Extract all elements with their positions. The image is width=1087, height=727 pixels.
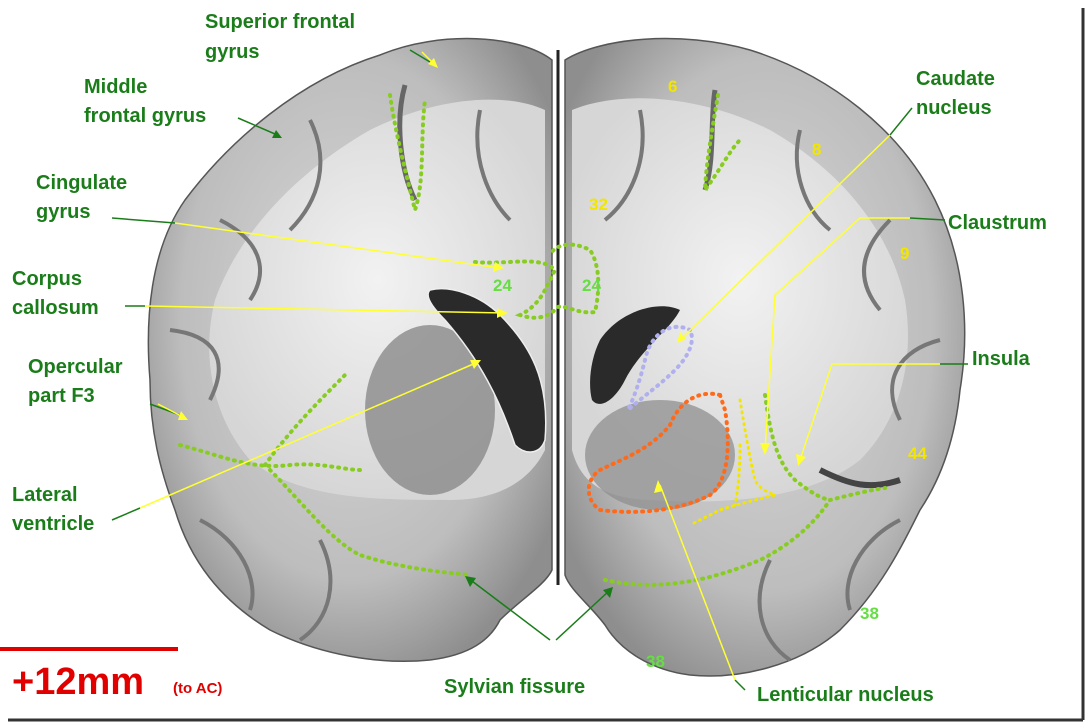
right-sulcus-4 <box>890 338 941 421</box>
arrowhead-insula <box>796 454 806 466</box>
arrowhead-corpus-callosum <box>497 308 508 318</box>
lenticular-outline <box>586 391 730 514</box>
right-sulcus-5 <box>603 109 645 222</box>
right-superior-frontal-outline <box>702 93 742 197</box>
arrowhead-opercular <box>178 411 188 420</box>
right-sulcus-8 <box>818 467 901 489</box>
right-sulcus-7 <box>757 559 792 662</box>
left-opercular-outline-2 <box>263 373 347 467</box>
middle-frontal-leader <box>237 117 276 135</box>
corpus-callosum-pointer <box>144 305 506 314</box>
left-deep-grey-matter <box>365 325 495 495</box>
left-superior-frontal-outline <box>388 93 427 218</box>
claustrum-outline <box>688 398 780 527</box>
brodmann-area-numbers: 6 8 32 9 24 24 44 38 38 <box>493 77 927 671</box>
scale-value: +12mm <box>12 661 144 703</box>
area-24-left: 24 <box>493 276 512 295</box>
sylvian-leader-right <box>555 589 611 641</box>
lateral-ventricle-leader <box>111 507 141 521</box>
area-38-right: 38 <box>860 604 879 623</box>
arrowhead-sylvian-right <box>603 587 613 598</box>
lenticular-pointer <box>659 484 736 681</box>
left-sulcus-7 <box>298 539 333 642</box>
label-lenticular-nucleus: Lenticular nucleus <box>757 684 934 706</box>
left-sulcus-3 <box>219 218 262 302</box>
area-6: 6 <box>668 77 677 96</box>
arrowhead-cingulate <box>493 262 504 272</box>
arrowheads <box>178 58 806 598</box>
claustrum-leader <box>909 217 946 221</box>
area-38-bottom: 38 <box>646 652 665 671</box>
caudate-leader <box>889 107 913 136</box>
label-middle-frontal-line2: frontal gyrus <box>84 105 206 127</box>
left-sylvian-outline <box>268 468 472 577</box>
cingulate-outline <box>473 242 601 320</box>
left-hemisphere <box>147 37 553 662</box>
label-corpus-callosum-line2: callosum <box>12 297 99 319</box>
claustrum-outline-2 <box>733 443 742 507</box>
cingulate-pointer <box>174 222 501 269</box>
arrowhead-lateral-ventricle <box>470 360 481 369</box>
label-corpus-callosum-line1: Corpus <box>12 268 82 290</box>
sylvian-leader-left <box>467 577 551 641</box>
region-outlines <box>178 93 887 587</box>
right-sulcus-3 <box>862 218 892 312</box>
label-lateral-ventricle-line2: ventricle <box>12 513 94 535</box>
label-cingulate-line2: gyrus <box>36 201 90 223</box>
label-caudate-line2: nucleus <box>916 97 992 119</box>
left-sulcus-4 <box>169 328 221 401</box>
structure-labels: Superior frontal gyrus Middle frontal gy… <box>12 11 1047 706</box>
caudate-pointer <box>679 134 891 341</box>
right-lateral-ventricle <box>590 306 680 404</box>
scale-reference: (to AC) <box>173 680 222 697</box>
arrowhead-caudate <box>677 332 686 343</box>
label-claustrum: Claustrum <box>948 212 1047 234</box>
label-insula: Insula <box>972 348 1031 370</box>
insula-outline <box>763 393 832 502</box>
right-lenticular-grey <box>585 400 735 510</box>
area-44: 44 <box>908 444 927 463</box>
arrowhead-claustrum <box>760 443 770 455</box>
label-lateral-ventricle-line1: Lateral <box>12 484 78 506</box>
arrowhead-middle-frontal <box>272 130 282 138</box>
area-9: 9 <box>900 244 909 263</box>
left-sulcus-6 <box>199 518 255 611</box>
right-sulcus-6 <box>845 518 901 611</box>
lenticular-leader <box>734 679 746 691</box>
right-sulcus-1 <box>702 89 718 191</box>
area-24-right: 24 <box>582 276 601 295</box>
pointer-lines <box>111 49 968 691</box>
right-sulcus-2 <box>794 129 832 232</box>
label-cingulate-line1: Cingulate <box>36 172 127 194</box>
scale-indicator: +12mm (to AC) <box>0 647 222 703</box>
area-8: 8 <box>812 140 821 159</box>
label-superior-frontal-line1: Superior frontal <box>205 11 355 33</box>
left-sulcus-5 <box>475 109 512 222</box>
label-superior-frontal-line2: gyrus <box>205 41 259 63</box>
left-opercular-outline <box>178 443 362 472</box>
claustrum-pointer <box>764 217 910 451</box>
label-caudate-line1: Caudate <box>916 68 995 90</box>
arrowhead-lenticular <box>654 480 663 493</box>
label-middle-frontal-line1: Middle <box>84 76 147 98</box>
area-32: 32 <box>589 195 608 214</box>
label-sylvian-fissure: Sylvian fissure <box>444 676 585 698</box>
label-opercular-line1: Opercular <box>28 356 123 378</box>
lateral-ventricle-pointer <box>139 361 479 509</box>
arrowhead-sylvian-left <box>465 576 476 587</box>
cingulate-leader <box>111 217 176 224</box>
left-sulcus-2 <box>288 119 323 232</box>
label-opercular-line2: part F3 <box>28 385 95 407</box>
right-sylvian-outline <box>603 486 887 587</box>
arrowhead-superior-frontal <box>428 58 438 68</box>
insula-pointer <box>799 363 940 461</box>
